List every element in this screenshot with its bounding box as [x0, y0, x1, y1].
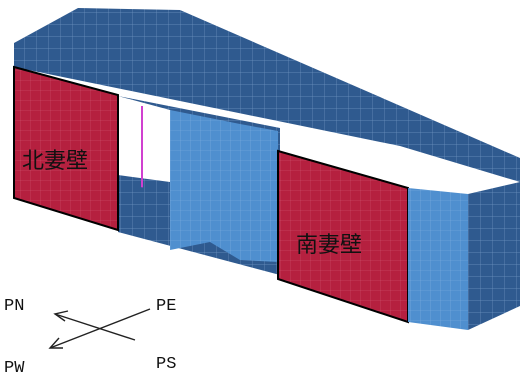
- pn-arrow: [54, 313, 136, 341]
- interior-panel-3: [240, 124, 278, 262]
- interior-panel-2: [210, 118, 240, 260]
- label-pw: PW: [4, 359, 25, 378]
- north-gable-label: 北妻壁: [22, 149, 88, 174]
- pw-arrowhead: [48, 337, 63, 349]
- south-gable-label: 南妻壁: [296, 233, 362, 258]
- label-ps: PS: [156, 355, 176, 374]
- label-pe: PE: [156, 297, 176, 316]
- roof-surface: [14, 8, 520, 182]
- pn-arrowhead: [53, 310, 69, 322]
- right-end-wall: [468, 182, 520, 330]
- interior-panel-1: [170, 110, 210, 250]
- end-panel: [408, 188, 468, 330]
- direction-indicator: [48, 308, 151, 349]
- pw-arrow: [49, 308, 151, 349]
- opening: [118, 96, 170, 182]
- label-pn: PN: [4, 297, 24, 316]
- north-gable-wall: [13, 65, 119, 232]
